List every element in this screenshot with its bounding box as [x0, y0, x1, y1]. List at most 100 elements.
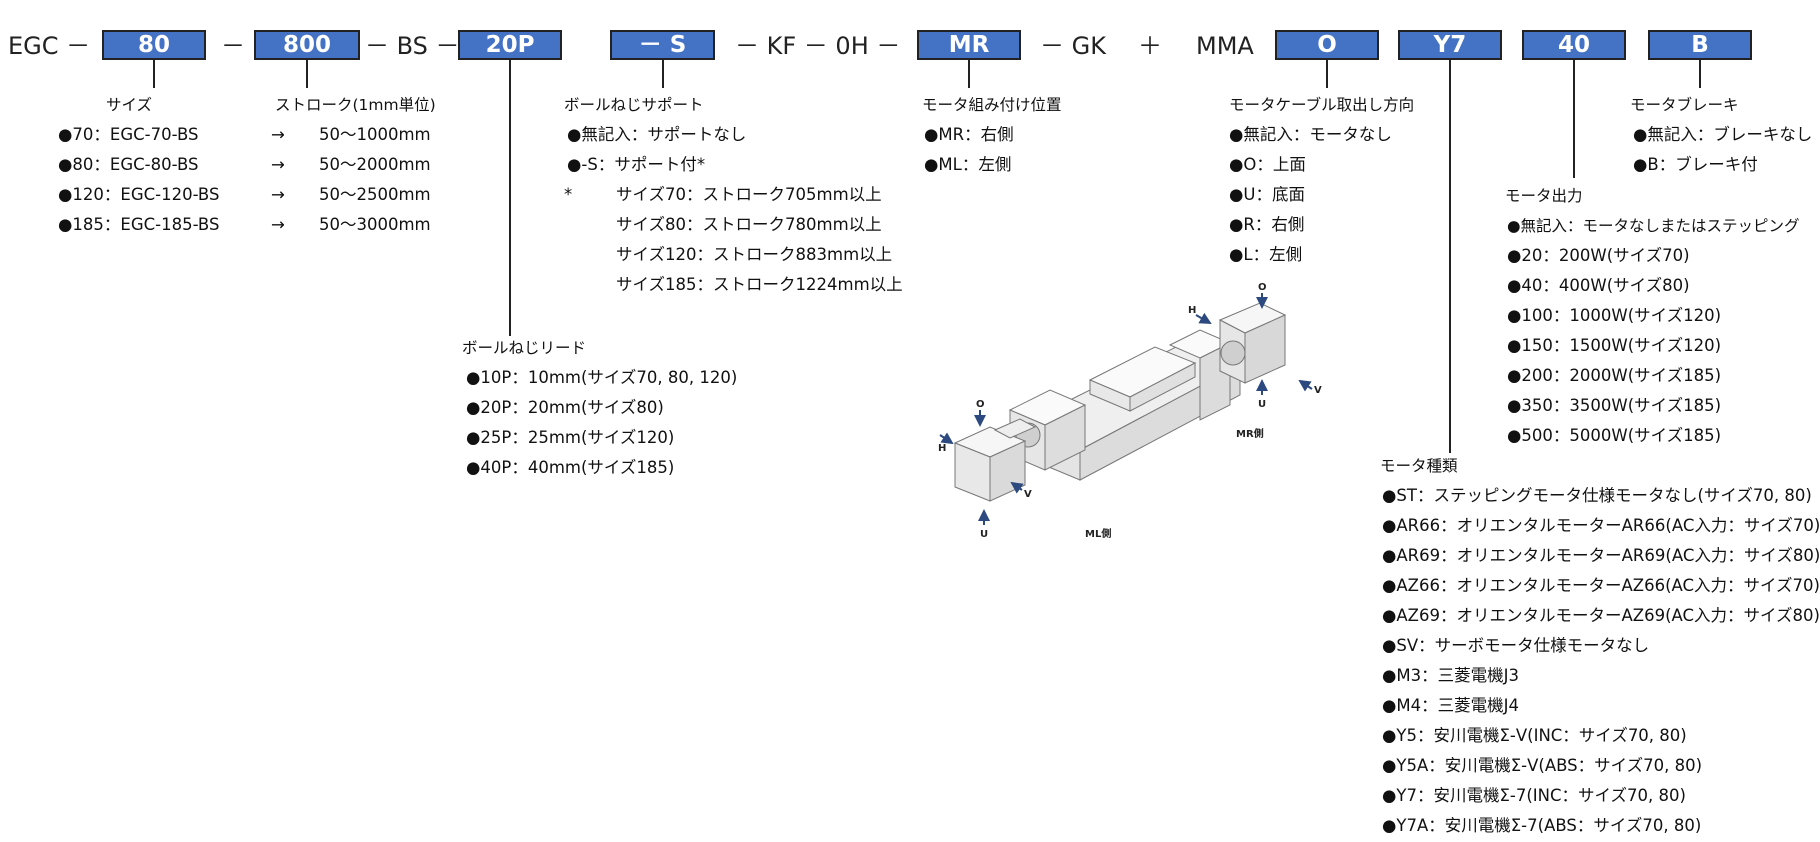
arrow-icon: →	[271, 125, 285, 144]
code-box-stroke: 800	[254, 30, 360, 60]
support-note: サイズ185：ストローク1224mm以上	[616, 275, 903, 294]
cable-item: ●L：左側	[1229, 245, 1303, 264]
dir-label-h: H	[938, 443, 946, 454]
size-list: ●70：EGC-70-BS ●80：EGC-80-BS ●120：EGC-120…	[58, 120, 219, 240]
brake-list: モータブレーキ ●無記入：ブレーキなし ●B：ブレーキ付	[1630, 90, 1812, 180]
dir-label-o: O	[1258, 282, 1267, 293]
connector-line	[1326, 60, 1328, 88]
mount-list: モータ組み付け位置 ●MR：右側 ●ML：左側	[922, 90, 1062, 180]
output-item: ●20：200W(サイズ70)	[1507, 246, 1690, 265]
output-item: ●500：5000W(サイズ185)	[1507, 426, 1722, 445]
motor-type-item: ●AZ69：オリエンタルモーターAZ69(AC入力：サイズ80)	[1382, 606, 1820, 625]
code-plus: ＋	[1138, 32, 1162, 60]
cable-item: ●U：底面	[1229, 185, 1305, 204]
connector-line	[306, 60, 308, 88]
size-item: ●80：EGC-80-BS	[58, 155, 199, 174]
code-box-support: － S	[610, 30, 715, 60]
motor-type-item: ●Y7A：安川電機Σ-7(ABS：サイズ70, 80)	[1382, 816, 1702, 835]
stroke-heading-wrap: ストローク(1mm単位)	[275, 90, 436, 120]
brake-item: ●B：ブレーキ付	[1633, 155, 1758, 174]
size-item: ●70：EGC-70-BS	[58, 125, 199, 144]
output-item: ●150：1500W(サイズ120)	[1507, 336, 1722, 355]
size-heading: サイズ	[106, 96, 153, 114]
connector-line	[509, 60, 511, 336]
actuator-illustration: O H V U MR側 O H V U ML側	[938, 282, 1335, 585]
code-box-cable: O	[1275, 30, 1379, 60]
brake-item: ●無記入：ブレーキなし	[1633, 125, 1813, 144]
lead-item: ●20P：20mm(サイズ80)	[466, 398, 664, 417]
code-box-output: 40	[1522, 30, 1626, 60]
cable-heading: モータケーブル取出し方向	[1229, 96, 1415, 114]
support-heading: ボールねじサポート	[564, 96, 704, 114]
cable-item: ●O：上面	[1229, 155, 1306, 174]
size-heading-wrap: サイズ	[106, 90, 152, 120]
mount-item: ●MR：右側	[924, 125, 1014, 144]
motor-type-item: ●AZ66：オリエンタルモーターAZ66(AC入力：サイズ70)	[1382, 576, 1820, 595]
size-item: ●185：EGC-185-BS	[58, 215, 220, 234]
output-item: ●100：1000W(サイズ120)	[1507, 306, 1722, 325]
support-item: ●無記入：サポートなし	[567, 125, 747, 144]
arrow-icon: →	[271, 155, 285, 174]
size-item: ●120：EGC-120-BS	[58, 185, 220, 204]
connector-line	[968, 60, 970, 88]
code-bs: － BS －	[365, 32, 460, 60]
motor-type-item: ●Y5：安川電機Σ-V(INC：サイズ70, 80)	[1382, 726, 1687, 745]
dir-label-v: V	[1024, 489, 1032, 500]
stroke-item: 50～2500mm	[319, 185, 431, 204]
motor-type-item: ●Y5A：安川電機Σ-V(ABS：サイズ70, 80)	[1382, 756, 1703, 775]
connector-line	[1449, 60, 1451, 453]
code-gk: － GK	[1040, 32, 1106, 60]
actuator-drawing: O H V U MR側 O H V U ML側	[938, 282, 1322, 540]
motor-type-item: ●AR69：オリエンタルモーターAR69(AC入力：サイズ80)	[1382, 546, 1820, 565]
arrow-icon: →	[271, 185, 285, 204]
code-sep: －	[221, 32, 245, 60]
mr-side-label: MR側	[1236, 427, 1264, 440]
connector-line	[662, 60, 664, 88]
code-box-mount: MR	[917, 30, 1021, 60]
support-note: サイズ70：ストローク705mm以上	[616, 185, 882, 204]
code-prefix: EGC －	[8, 32, 91, 60]
stroke-item: 50～2000mm	[319, 155, 431, 174]
motor-type-heading: モータ種類	[1380, 457, 1458, 475]
cable-item: ●無記入：モータなし	[1229, 125, 1392, 144]
output-list: モータ出力 ●無記入：モータなしまたはステッピング ●20：200W(サイズ70…	[1505, 181, 1800, 451]
support-item: ●-S：サポート付*	[567, 155, 706, 174]
motor-type-item: ●ST：ステッピングモータ仕様モータなし(サイズ70, 80)	[1382, 486, 1812, 505]
code-box-size: 80	[102, 30, 206, 60]
code-box-motor: Y7	[1398, 30, 1502, 60]
stroke-list: →50～1000mm →50～2000mm →50～2500mm →50～300…	[271, 120, 431, 240]
output-item: ●350：3500W(サイズ185)	[1507, 396, 1722, 415]
support-note: サイズ80：ストローク780mm以上	[616, 215, 882, 234]
cable-list: モータケーブル取出し方向 ●無記入：モータなし ●O：上面 ●U：底面 ●R：右…	[1229, 90, 1414, 270]
output-item: ●40：400W(サイズ80)	[1507, 276, 1690, 295]
support-list: ボールねじサポート ●無記入：サポートなし ●-S：サポート付* * サイズ70：…	[564, 90, 903, 300]
output-item: ●無記入：モータなしまたはステッピング	[1507, 217, 1800, 235]
output-heading: モータ出力	[1505, 187, 1583, 205]
motor-type-item: ●M4：三菱電機J4	[1382, 696, 1519, 715]
dir-label-h: H	[1188, 305, 1196, 316]
mount-item: ●ML：左側	[924, 155, 1012, 174]
connector-line	[1573, 60, 1575, 178]
dir-label-o: O	[976, 399, 985, 410]
output-item: ●200：2000W(サイズ185)	[1507, 366, 1722, 385]
support-note: サイズ120：ストローク883mm以上	[616, 245, 893, 264]
stroke-item: 50～1000mm	[319, 125, 431, 144]
connector-line	[153, 60, 155, 88]
lead-item: ●10P：10mm(サイズ70, 80, 120)	[466, 368, 738, 387]
motor-type-item: ●Y7：安川電機Σ-7(INC：サイズ70, 80)	[1382, 786, 1686, 805]
mount-heading: モータ組み付け位置	[922, 96, 1062, 114]
code-box-brake: B	[1648, 30, 1752, 60]
motor-type-item: ●M3：三菱電機J3	[1382, 666, 1519, 685]
lead-heading: ボールねじリード	[462, 339, 587, 357]
motor-type-item: ●AR66：オリエンタルモーターAR66(AC入力：サイズ70)	[1382, 516, 1820, 535]
code-mma: MMA	[1196, 32, 1254, 60]
note-asterisk: *	[564, 185, 573, 204]
motor-type-list: モータ種類 ●ST：ステッピングモータ仕様モータなし(サイズ70, 80) ●A…	[1380, 451, 1820, 841]
dir-label-v: V	[1314, 385, 1322, 396]
cable-item: ●R：右側	[1229, 215, 1305, 234]
connector-line	[1699, 60, 1701, 88]
motor-type-item: ●SV：サーボモータ仕様モータなし	[1382, 636, 1650, 655]
code-box-lead: 20P	[458, 30, 562, 60]
stroke-item: 50～3000mm	[319, 215, 431, 234]
lead-item: ●25P：25mm(サイズ120)	[466, 428, 675, 447]
